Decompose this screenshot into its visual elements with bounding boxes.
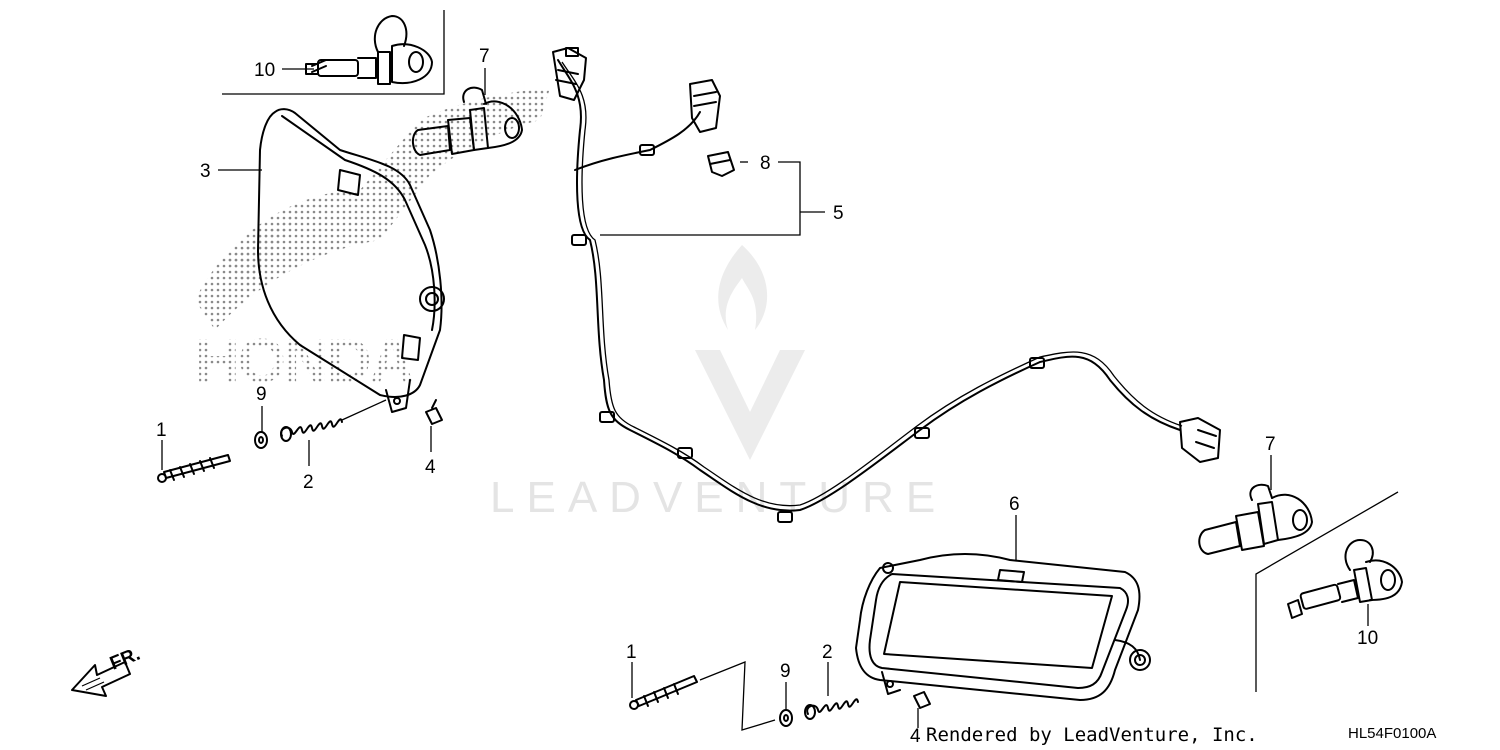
diagram-code: HL54F0100A (1348, 725, 1436, 742)
callout-7-top: 7 (479, 46, 490, 67)
headlight-bulb-right (1198, 483, 1313, 555)
headlight-housing-left (257, 108, 445, 413)
callout-8: 8 (760, 153, 771, 174)
callout-9-bottom: 9 (780, 661, 791, 682)
bracket-leader-bottom (699, 661, 776, 731)
adjust-screw-bottom (629, 675, 698, 710)
nut-clip-left (425, 399, 443, 425)
callout-1-bottom: 1 (626, 642, 637, 663)
socket-bulb-right (1287, 539, 1403, 619)
callout-4-bottom: 4 (910, 726, 921, 747)
washer-left (254, 431, 268, 449)
callout-9-left: 9 (256, 384, 267, 405)
callout-5: 5 (833, 203, 844, 224)
connector-harness-mid (689, 79, 721, 133)
socket-bulb-top (305, 15, 433, 85)
front-arrow-icon (71, 661, 131, 697)
bulb-inset-right (1255, 491, 1403, 692)
callout-2-bottom: 2 (822, 642, 833, 663)
connector-harness-top (552, 47, 587, 101)
connector-harness-end (1179, 417, 1221, 463)
leader-lines (161, 68, 1369, 728)
callout-10-right: 10 (1357, 628, 1378, 649)
headlight-bulb-top (412, 86, 523, 156)
callout-7-right: 7 (1265, 434, 1276, 455)
callout-3: 3 (200, 161, 211, 182)
washer-bottom (779, 709, 793, 727)
callout-2-left: 2 (303, 472, 314, 493)
nut-clip-bottom (913, 691, 931, 709)
bulb-inset-top (222, 10, 445, 95)
spring-left (280, 418, 343, 442)
front-direction-label: FR. (107, 644, 143, 675)
callout-6: 6 (1009, 494, 1020, 515)
callout-4-left: 4 (425, 457, 436, 478)
honda-watermark-text: HONDA (195, 327, 414, 396)
render-credit: Rendered by LeadVenture, Inc. (926, 724, 1258, 746)
leadventure-logo-icon (695, 245, 805, 460)
callout-1-left: 1 (156, 420, 167, 441)
wiring-harness (552, 47, 1221, 523)
spring-bottom (804, 698, 859, 720)
adjust-screw-left (157, 454, 231, 483)
headlight-housing-right (855, 553, 1151, 701)
harness-clip (707, 151, 735, 177)
callout-10-top: 10 (254, 60, 275, 81)
leadventure-watermark-text: LEADVENTURE (490, 473, 947, 522)
honda-wing-watermark-icon (195, 88, 550, 330)
harness-clamps (571, 144, 1045, 523)
